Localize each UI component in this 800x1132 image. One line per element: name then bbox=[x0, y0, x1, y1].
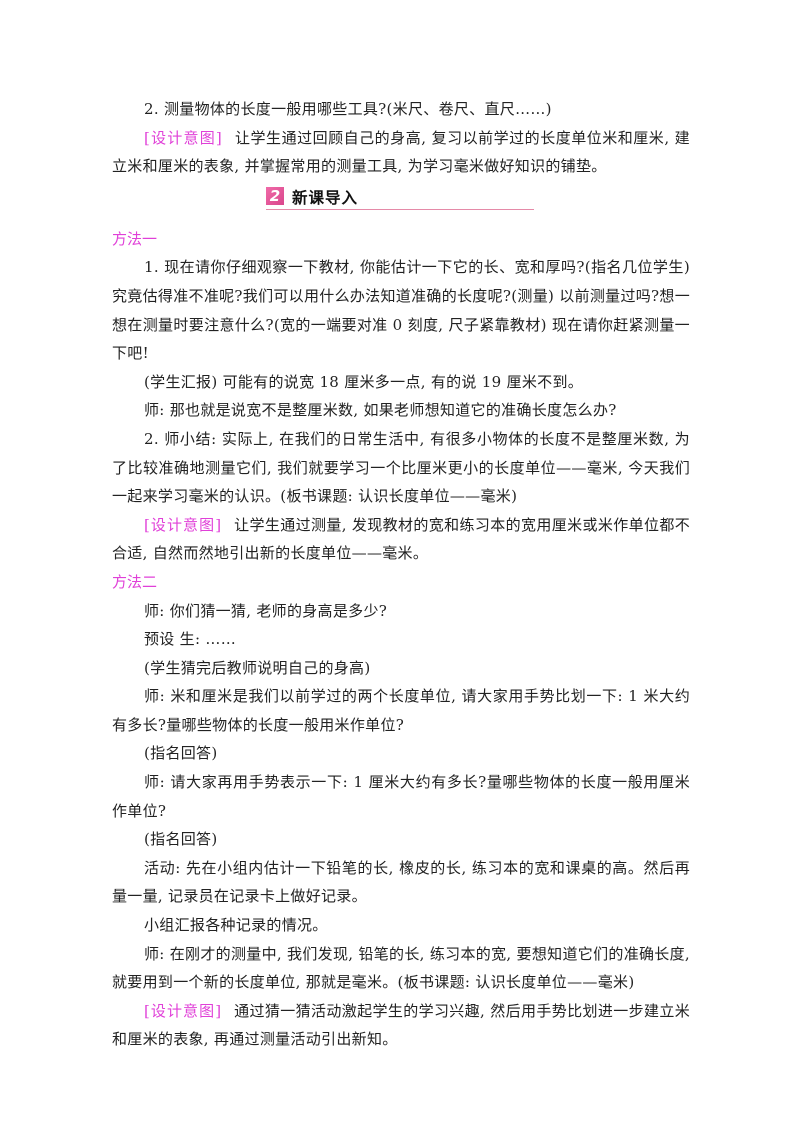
method1-paragraph: 1. 现在请你仔细观察一下教材, 你能估计一下它的长、宽和厚吗?(指名几位学生)… bbox=[112, 258, 690, 363]
design-intent-text: 让学生通过测量, 发现教材的宽和练习本的宽用厘米或米作单位都不合适, 自然而然地… bbox=[112, 515, 690, 563]
method2-paragraph: (指名回答) bbox=[144, 830, 218, 849]
method1-design-intent: [设计意图]让学生通过测量, 发现教材的宽和练习本的宽用厘米或米作单位都不合适,… bbox=[112, 511, 690, 568]
design-intent-text: 通过猜一猜活动激起学生的学习兴趣, 然后用手势比划进一步建立米和厘米的表象, 再… bbox=[112, 1001, 690, 1049]
intro-question-2: 2. 测量物体的长度一般用哪些工具?(米尺、卷尺、直尺……) bbox=[144, 100, 552, 118]
method2-design-intent: [设计意图]通过猜一猜活动激起学生的学习兴趣, 然后用手势比划进一步建立米和厘米… bbox=[112, 997, 690, 1054]
method1-paragraph: 2. 师小结: 实际上, 在我们的日常生活中, 有很多小物体的长度不是整厘米数,… bbox=[112, 429, 690, 506]
design-intent-tag: [设计意图] bbox=[144, 128, 223, 147]
method2-paragraph: 小组汇报各种记录的情况。 bbox=[144, 916, 328, 935]
method2-paragraph: (学生猜完后教师说明自己的身高) bbox=[144, 658, 371, 677]
section-number-badge: 2 bbox=[266, 186, 284, 205]
method-one-label: 方法一 bbox=[112, 229, 158, 248]
method1-paragraph: 师: 那也就是说宽不是整厘米数, 如果老师想知道它的准确长度怎么办? bbox=[144, 401, 617, 420]
method1-paragraph: (学生汇报) 可能有的说宽 18 厘米多一点, 有的说 19 厘米不到。 bbox=[144, 372, 584, 391]
method2-paragraph: (指名回答) bbox=[144, 744, 218, 763]
document-page: 2. 测量物体的长度一般用哪些工具?(米尺、卷尺、直尺……) [设计意图]让学生… bbox=[112, 95, 690, 1054]
design-intent-tag: [设计意图] bbox=[144, 515, 223, 534]
section-header-underline: 2 新课导入 bbox=[266, 186, 534, 210]
method2-paragraph: 活动: 先在小组内估计一下铅笔的长, 橡皮的长, 练习本的宽和课桌的高。然后再量… bbox=[112, 858, 690, 906]
method2-paragraph: 师: 在刚才的测量中, 我们发现, 铅笔的长, 练习本的宽, 要想知道它们的准确… bbox=[112, 944, 690, 992]
method2-paragraph: 预设 生: …… bbox=[144, 630, 236, 649]
method2-paragraph: 师: 你们猜一猜, 老师的身高是多少? bbox=[144, 601, 388, 620]
method2-paragraph: 师: 请大家再用手势表示一下: 1 厘米大约有多长?量哪些物体的长度一般用厘米作… bbox=[112, 773, 690, 820]
section-title: 新课导入 bbox=[292, 188, 359, 207]
intro-design-intent: [设计意图]让学生通过回顾自己的身高, 复习以前学过的长度单位米和厘米, 建立米… bbox=[112, 124, 690, 181]
method-two-label: 方法二 bbox=[112, 572, 158, 591]
design-intent-tag: [设计意图] bbox=[144, 1001, 223, 1020]
design-intent-text: 让学生通过回顾自己的身高, 复习以前学过的长度单位米和厘米, 建立米和厘米的表象… bbox=[112, 128, 690, 176]
section-header: 2 新课导入 bbox=[112, 185, 690, 225]
method2-paragraph: 师: 米和厘米是我们以前学过的两个长度单位, 请大家用手势比划一下: 1 米大约… bbox=[112, 687, 690, 734]
